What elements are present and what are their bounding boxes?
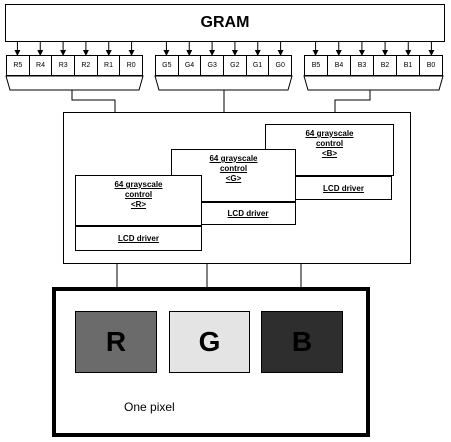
bit-r3: R3 bbox=[52, 56, 76, 75]
bit-r1: R1 bbox=[98, 56, 121, 75]
bit-b4: B4 bbox=[328, 56, 351, 75]
pixel-caption: One pixel bbox=[124, 400, 175, 414]
green-subpixel: G bbox=[169, 311, 250, 373]
bit-r0: R0 bbox=[126, 62, 136, 69]
gram-label: GRAM bbox=[200, 14, 250, 31]
bit-r5: R5 bbox=[7, 56, 30, 75]
bit-g2: G2 bbox=[224, 56, 247, 75]
red-bracket bbox=[5, 75, 144, 91]
bit-arrows bbox=[14, 42, 435, 56]
bit-b1: B1 bbox=[397, 56, 420, 75]
red-subpixel: R bbox=[75, 311, 157, 373]
green-bracket bbox=[154, 75, 293, 91]
bit-b2: B2 bbox=[374, 56, 397, 75]
green-lcd-driver: LCD driver bbox=[200, 202, 296, 225]
bit-b3: B3 bbox=[351, 56, 374, 75]
red-lcd-driver: LCD driver bbox=[75, 226, 202, 251]
bit-r2: R2 bbox=[75, 56, 98, 75]
gram-block: GRAM bbox=[5, 4, 445, 42]
blue-lcd-driver: LCD driver bbox=[295, 176, 392, 200]
red-bit-group: R5 R4 R3 R2 R1 R0 bbox=[6, 55, 143, 76]
bit-g4: G4 bbox=[179, 56, 202, 75]
red-grayscale-control: 64 grayscale control <R> bbox=[75, 175, 202, 226]
bit-g1: G1 bbox=[247, 56, 270, 75]
blue-bracket bbox=[303, 75, 444, 91]
bit-b5: B5 bbox=[305, 56, 328, 75]
green-bit-group: G5 G4 G3 G2 G1 G0 bbox=[155, 55, 292, 76]
blue-bit-group: B5 B4 B3 B2 B1 B0 bbox=[304, 55, 443, 76]
bit-g5: G5 bbox=[156, 56, 179, 75]
blue-connector bbox=[332, 90, 371, 122]
bit-g3: G3 bbox=[201, 56, 225, 75]
bit-b0: B0 bbox=[426, 62, 436, 69]
bit-g0: G0 bbox=[275, 62, 285, 69]
blue-subpixel: B bbox=[261, 311, 343, 373]
bit-r4: R4 bbox=[30, 56, 53, 75]
